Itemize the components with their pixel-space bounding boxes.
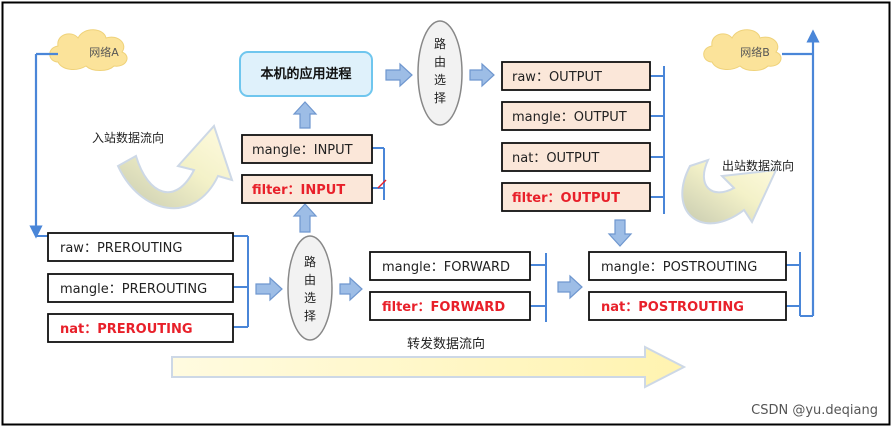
arrow-routing-to-output: [469, 62, 495, 88]
chain-name: PREROUTING: [97, 322, 192, 337]
svg-text:mangle：POSTROUTING: mangle：POSTROUTING: [601, 260, 757, 275]
chain-connectors: [36, 66, 813, 328]
svg-text:nat：PREROUTING: nat：PREROUTING: [60, 322, 193, 337]
svg-text:raw：PREROUTING: raw：PREROUTING: [60, 241, 182, 256]
table-name: mangle：: [382, 260, 444, 275]
chain-box: mangle：POSTROUTING: [588, 251, 787, 281]
chain-box: mangle：FORWARD: [369, 251, 531, 281]
table-name: raw：: [512, 70, 549, 85]
egress-line: [782, 29, 820, 316]
chain-name: POSTROUTING: [663, 260, 758, 275]
svg-text:nat：OUTPUT: nat：OUTPUT: [512, 151, 599, 166]
svg-text:filter：INPUT: filter：INPUT: [252, 183, 345, 198]
table-name: nat：: [512, 151, 546, 166]
svg-text:filter：OUTPUT: filter：OUTPUT: [512, 191, 620, 206]
output-chains: raw：OUTPUT mangle：OUTPUT nat：OUTPUT filt…: [501, 61, 651, 212]
svg-text:nat：POSTROUTING: nat：POSTROUTING: [601, 300, 744, 315]
outbound-flow-arrow: 出站数据流向: [681, 158, 794, 225]
chain-box: filter：FORWARD: [369, 291, 531, 321]
arrow-input-to-process: [292, 101, 318, 129]
outbound-flow-label: 出站数据流向: [722, 158, 794, 173]
table-name: mangle：: [60, 282, 122, 297]
input-chains: mangle：INPUT filter：INPUT: [241, 134, 373, 204]
chain-name: OUTPUT: [561, 191, 621, 206]
chain-box: mangle：PREROUTING: [47, 273, 234, 303]
forward-flow-label: 转发数据流向: [407, 336, 485, 352]
chain-box: raw：PREROUTING: [47, 232, 234, 262]
chain-name: OUTPUT: [546, 151, 599, 166]
arrow-routing-to-input: [292, 203, 318, 233]
routing-decision-bottom: 路 由 选 择: [287, 235, 333, 341]
svg-text:mangle：INPUT: mangle：INPUT: [252, 143, 353, 158]
cursor-mark-icon: [377, 179, 387, 189]
forward-chains: mangle：FORWARD filter：FORWARD: [369, 251, 531, 321]
table-name: filter：: [382, 300, 431, 315]
chain-box: nat：OUTPUT: [501, 142, 651, 172]
routing-char: 择: [434, 91, 446, 105]
table-name: mangle：: [252, 143, 314, 158]
prerouting-chains: raw：PREROUTING mangle：PREROUTING nat：PRE…: [47, 232, 234, 343]
chain-box: filter：INPUT: [241, 174, 373, 204]
chain-box: nat：PREROUTING: [47, 313, 234, 343]
svg-text:mangle：FORWARD: mangle：FORWARD: [382, 260, 510, 275]
chain-box: filter：OUTPUT: [501, 182, 651, 212]
arrow-routing-to-forward: [339, 276, 363, 302]
chain-name: OUTPUT: [574, 110, 627, 125]
chain-name: PREROUTING: [122, 282, 207, 297]
svg-text:mangle：OUTPUT: mangle：OUTPUT: [512, 110, 627, 125]
table-name: mangle：: [512, 110, 574, 125]
chain-box: mangle：INPUT: [241, 134, 373, 164]
network-a-label: 网络A: [89, 45, 119, 59]
routing-char: 由: [304, 273, 316, 287]
chain-box: raw：OUTPUT: [501, 61, 651, 91]
routing-decision-top: 路 由 选 择: [417, 20, 463, 126]
inbound-flow-arrow: 入站数据流向: [92, 124, 234, 210]
chain-name: POSTROUTING: [638, 300, 744, 315]
inbound-flow-label: 入站数据流向: [92, 130, 164, 145]
ingress-line: [29, 52, 58, 239]
arrow-prerouting-to-routing: [255, 276, 283, 302]
table-name: nat：: [601, 300, 638, 315]
chain-box: mangle：OUTPUT: [501, 101, 651, 131]
chain-name: FORWARD: [444, 260, 510, 275]
routing-char: 路: [304, 254, 316, 269]
forward-flow-arrow: 转发数据流向: [171, 336, 687, 389]
routing-char: 路: [434, 36, 446, 51]
chain-name: OUTPUT: [549, 70, 602, 85]
svg-text:filter：FORWARD: filter：FORWARD: [382, 300, 505, 315]
svg-text:raw：OUTPUT: raw：OUTPUT: [512, 70, 602, 85]
table-name: raw：: [60, 241, 97, 256]
chain-name: INPUT: [314, 143, 353, 158]
routing-char: 择: [304, 309, 316, 323]
svg-text:mangle：PREROUTING: mangle：PREROUTING: [60, 282, 207, 297]
network-b-label: 网络B: [740, 45, 770, 59]
table-name: filter：: [252, 183, 301, 198]
block-arrows: [255, 62, 633, 302]
postrouting-chains: mangle：POSTROUTING nat：POSTROUTING: [588, 251, 787, 321]
chain-name: FORWARD: [431, 300, 506, 315]
cloud-network-a: 网络A: [49, 29, 128, 71]
routing-char: 选: [434, 73, 446, 87]
routing-char: 由: [434, 55, 446, 69]
table-name: filter：: [512, 191, 561, 206]
chain-name: INPUT: [301, 183, 346, 198]
table-name: mangle：: [601, 260, 663, 275]
chain-name: PREROUTING: [97, 241, 182, 256]
table-name: nat：: [60, 322, 97, 337]
arrow-forward-to-postrouting: [557, 274, 583, 300]
arrow-output-to-postrouting: [607, 219, 633, 247]
process-label: 本机的应用进程: [260, 66, 351, 82]
chain-box: nat：POSTROUTING: [588, 291, 787, 321]
local-process: 本机的应用进程: [239, 51, 373, 97]
cloud-network-b: 网络B: [703, 29, 782, 71]
routing-char: 选: [304, 291, 316, 305]
watermark: CSDN @yu.deqiang: [751, 403, 878, 418]
arrow-process-to-routing: [385, 62, 413, 88]
